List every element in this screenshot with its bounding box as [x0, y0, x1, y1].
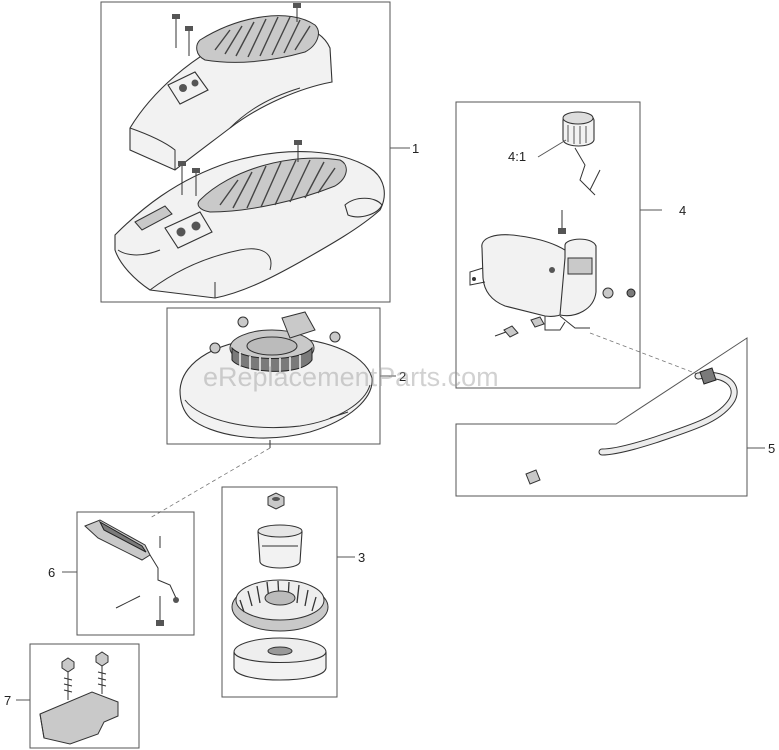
flywheel-assembly-icon [231, 492, 329, 681]
dash-4-5 [589, 332, 701, 376]
frame-7 [29, 643, 140, 749]
dash-2-6 [149, 447, 271, 519]
callout-4: 4 [679, 203, 686, 218]
callout-4-1: 4:1 [508, 149, 526, 164]
frame-3 [221, 486, 338, 698]
callout-5: 5 [768, 441, 775, 456]
callout-7: 7 [4, 693, 11, 708]
shroud-cover-icon [129, 3, 333, 171]
throttle-bracket-icon [84, 519, 179, 626]
callout-3: 3 [358, 550, 365, 565]
lower-housing-icon [114, 140, 385, 299]
cover-plate-icon [39, 651, 119, 745]
group-4-fuel-tank: 4:1 4 [455, 101, 701, 389]
group-6-bracket: 6 [48, 511, 195, 636]
fuel-tank-icon [469, 210, 636, 338]
watermark: eReplacementParts.com [203, 362, 499, 392]
callout-2: 2 [399, 369, 406, 384]
fuel-line-icon [525, 367, 738, 485]
group-2-recoil-starter: 2 [166, 307, 406, 448]
frame-1 [100, 1, 391, 303]
frame-6 [76, 511, 195, 636]
frame-5 [455, 337, 748, 497]
fuel-cap-icon [562, 111, 601, 196]
recoil-starter-icon [179, 311, 373, 448]
frame-4 [455, 101, 641, 389]
callout-6: 6 [48, 565, 55, 580]
group-5-fuel-line: 5 [455, 337, 775, 497]
group-7-cover-plate: 7 [4, 643, 140, 749]
callout-1: 1 [412, 141, 419, 156]
group-1-blower-housing: 1 [100, 1, 419, 303]
leader-4-1 [537, 139, 567, 158]
group-3-flywheel: 3 [221, 486, 365, 698]
